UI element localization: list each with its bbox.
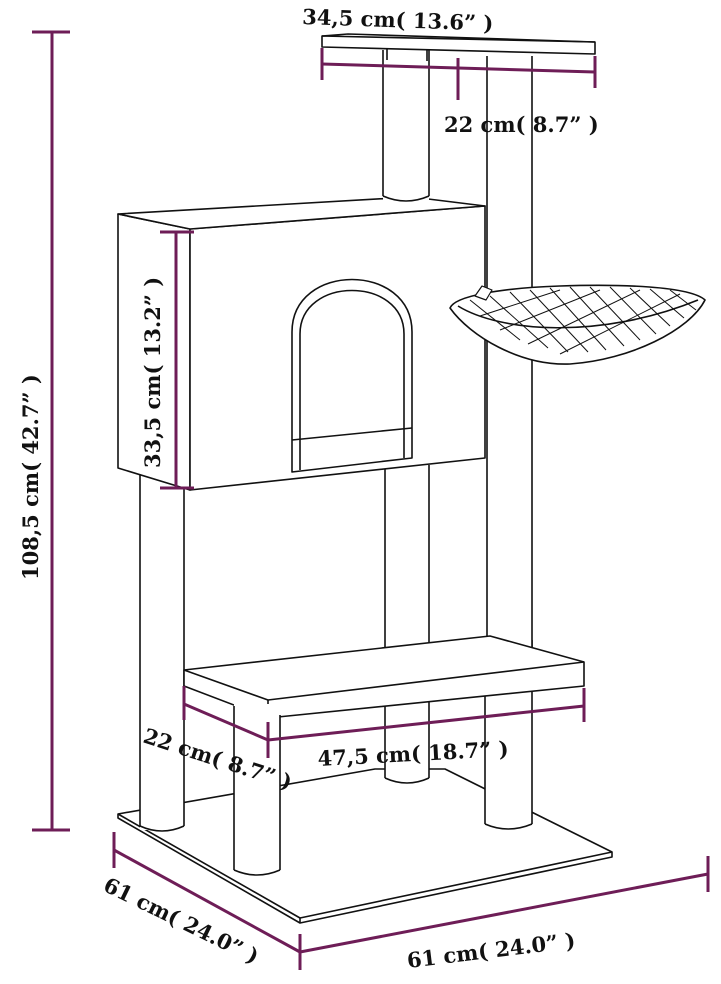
post-front-middle xyxy=(233,704,281,876)
label-house-height: 33,5 cm( 13.2” ) xyxy=(140,277,165,468)
house-entrance xyxy=(291,278,413,473)
cat-house xyxy=(117,196,486,491)
label-base-width: 61 cm( 24.0” ) xyxy=(406,928,577,973)
dim-line-house-height xyxy=(160,230,194,490)
post-back-middle xyxy=(384,465,430,784)
dim-line-base-width xyxy=(299,856,710,954)
top-platform xyxy=(321,33,596,61)
label-top-width: 34,5 cm( 13.6” ) xyxy=(302,4,494,36)
cat-tree-drawing xyxy=(117,33,706,924)
dim-line-total-height xyxy=(32,30,70,832)
dim-line-platform-depth xyxy=(182,686,269,742)
label-top-depth: 22 cm( 8.7” ) xyxy=(444,112,599,137)
label-platform-width: 47,5 cm( 18.7” ) xyxy=(317,736,509,771)
post-top-short xyxy=(382,50,430,202)
post-front-left xyxy=(139,470,185,832)
dimension-lines xyxy=(32,30,710,970)
label-total-height: 108,5 cm( 42.7” ) xyxy=(18,374,43,580)
hammock-bowl xyxy=(449,284,706,365)
base-plate xyxy=(117,768,613,924)
